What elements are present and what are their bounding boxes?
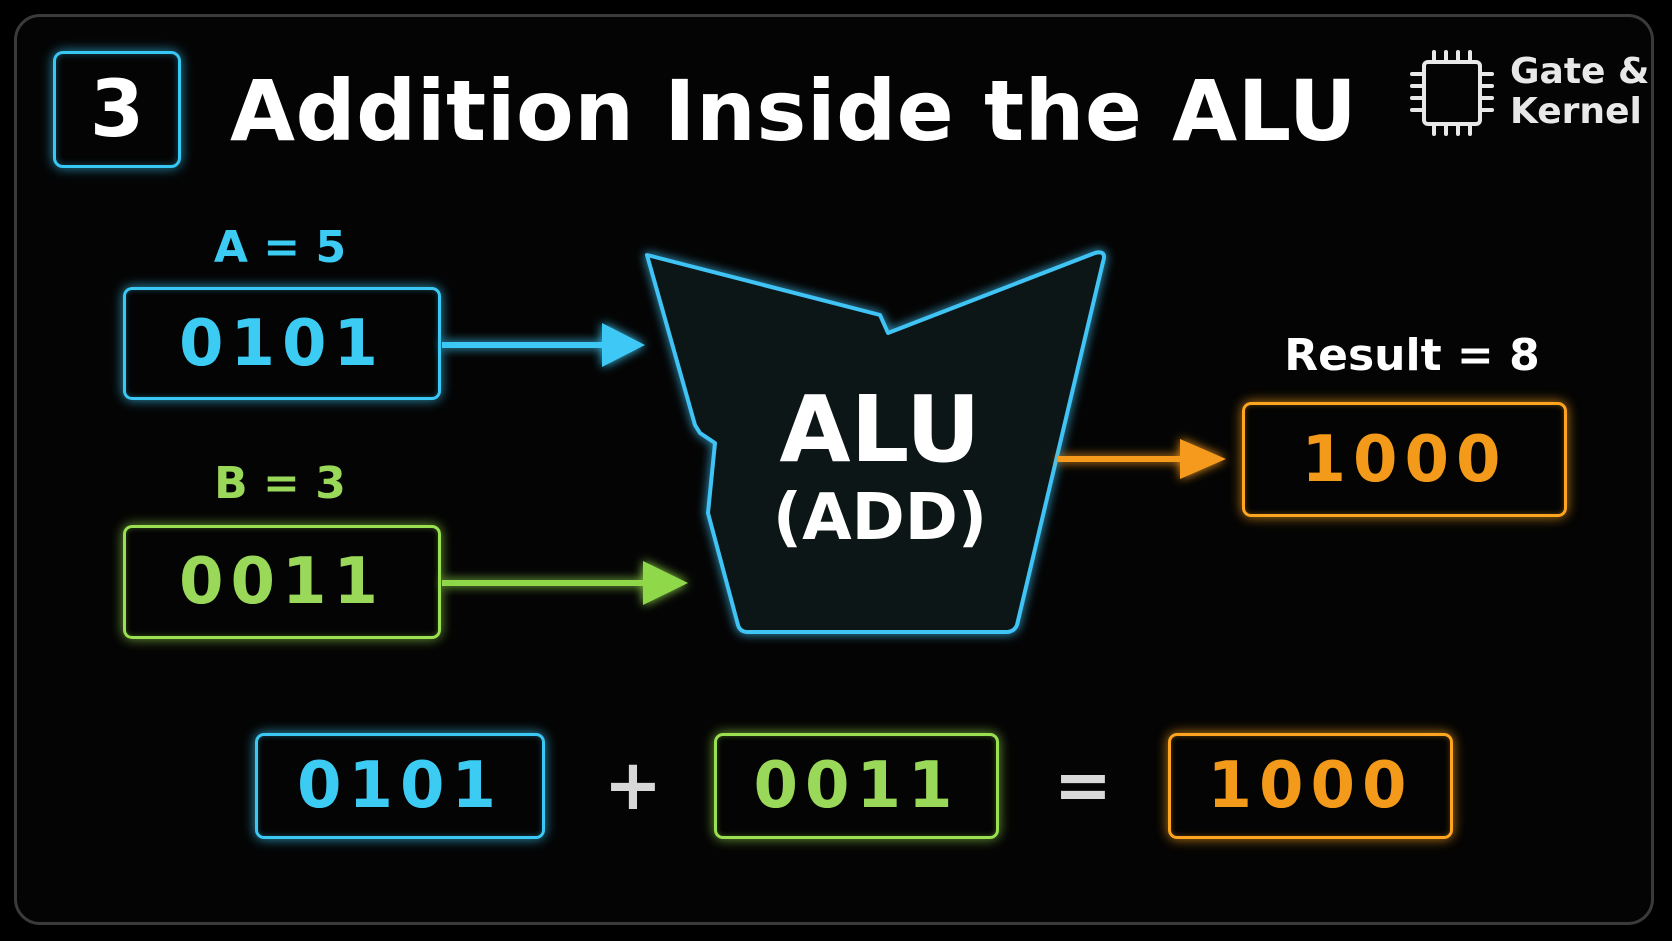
equation-result-value: 1000 — [1207, 749, 1414, 823]
arrow-a-to-alu — [442, 323, 645, 367]
alu-operation: (ADD) — [772, 481, 988, 555]
equals-operator: = — [1053, 744, 1113, 826]
alu-name: ALU — [779, 376, 981, 483]
step-number: 3 — [89, 64, 145, 155]
equation-right-value: 0011 — [753, 749, 960, 823]
equation-left-value: 0101 — [296, 749, 504, 823]
page-title: Addition Inside the ALU — [230, 62, 1358, 160]
step-number-badge: 3 — [53, 51, 181, 168]
arrow-alu-to-result — [1058, 439, 1226, 479]
arrow-b-to-alu — [442, 561, 688, 605]
alu-block — [645, 250, 1106, 634]
input-a-box: 0101 — [123, 287, 441, 400]
input-a-label: A = 5 — [213, 222, 347, 273]
input-b-box: 0011 — [123, 525, 441, 639]
equation-left-box: 0101 — [255, 733, 545, 839]
logo-text: Gate & Kernel — [1510, 51, 1650, 132]
plus-operator: + — [603, 744, 663, 826]
alu-label: ALU (ADD) — [720, 380, 1040, 556]
equation-right-box: 0011 — [714, 733, 999, 839]
input-a-value: 0101 — [178, 306, 386, 381]
result-value: 1000 — [1301, 422, 1508, 497]
input-b-label: B = 3 — [214, 458, 346, 509]
input-b-value: 0011 — [178, 545, 386, 619]
result-label: Result = 8 — [1284, 330, 1540, 381]
equation-result-box: 1000 — [1168, 733, 1453, 839]
result-box: 1000 — [1242, 402, 1567, 517]
chip-icon — [1410, 50, 1494, 136]
